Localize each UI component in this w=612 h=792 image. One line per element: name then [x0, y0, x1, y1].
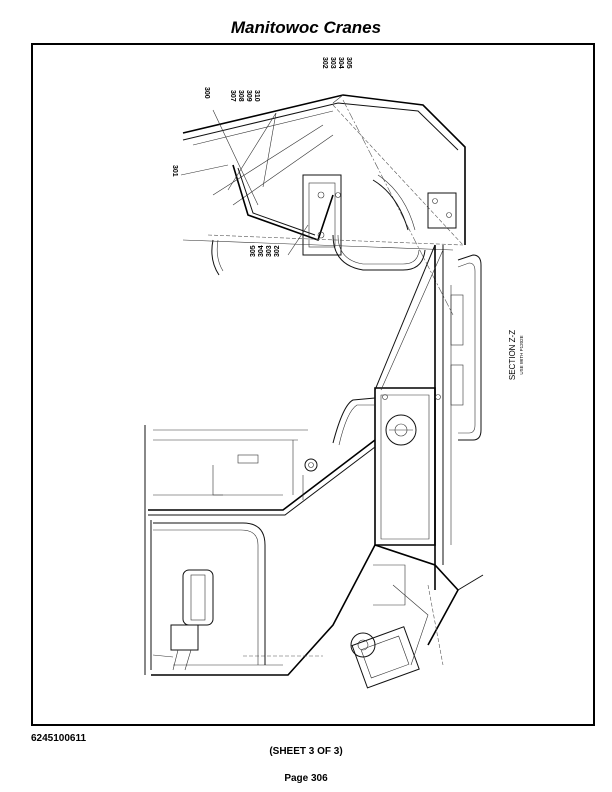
callouts-top-mid: 307 308 309 310 [229, 90, 260, 102]
callout-310: 310 [253, 90, 260, 102]
leader-lines [180, 94, 344, 256]
center-platform [332, 387, 441, 546]
callout-303-bottom: 303 [266, 245, 273, 257]
callout-303-top: 303 [329, 57, 336, 69]
callout-300: 300 [203, 87, 210, 99]
section-subtitle: USE WITH P1202E [519, 335, 524, 374]
callout-305-bottom: 305 [250, 245, 257, 257]
callout-304-top: 304 [337, 57, 344, 69]
callout-308: 308 [237, 90, 244, 102]
callout-302-bottom: 302 [274, 245, 281, 257]
sheet-label: (SHEET 3 OF 3) [269, 746, 343, 757]
upper-structure [182, 94, 466, 316]
cab-panels [144, 425, 318, 515]
lower-machinery [350, 564, 484, 689]
callout-307: 307 [229, 90, 236, 102]
document-number: 6245100611 [31, 733, 87, 744]
callouts-top-right: 302 303 304 305 [321, 57, 352, 69]
callout-304-bottom: 304 [258, 245, 265, 257]
callout-302-top: 302 [321, 57, 328, 69]
floor-lines [144, 244, 459, 676]
callout-305-top: 305 [345, 57, 352, 69]
callout-301: 301 [171, 165, 178, 177]
cylinder-assembly [152, 522, 266, 671]
section-title: SECTION Z-Z [508, 330, 517, 380]
callouts-bottom-group: 305 304 303 302 [250, 245, 281, 257]
section-drawing: 302 303 304 305 307 308 309 310 300 301 … [144, 57, 524, 689]
drawing-frame: 302 303 304 305 307 308 309 310 300 301 … [31, 43, 595, 726]
side-rail [434, 245, 482, 590]
page-title: Manitowoc Cranes [230, 18, 382, 37]
page-number: Page 306 [284, 773, 328, 784]
callout-309: 309 [245, 90, 252, 102]
